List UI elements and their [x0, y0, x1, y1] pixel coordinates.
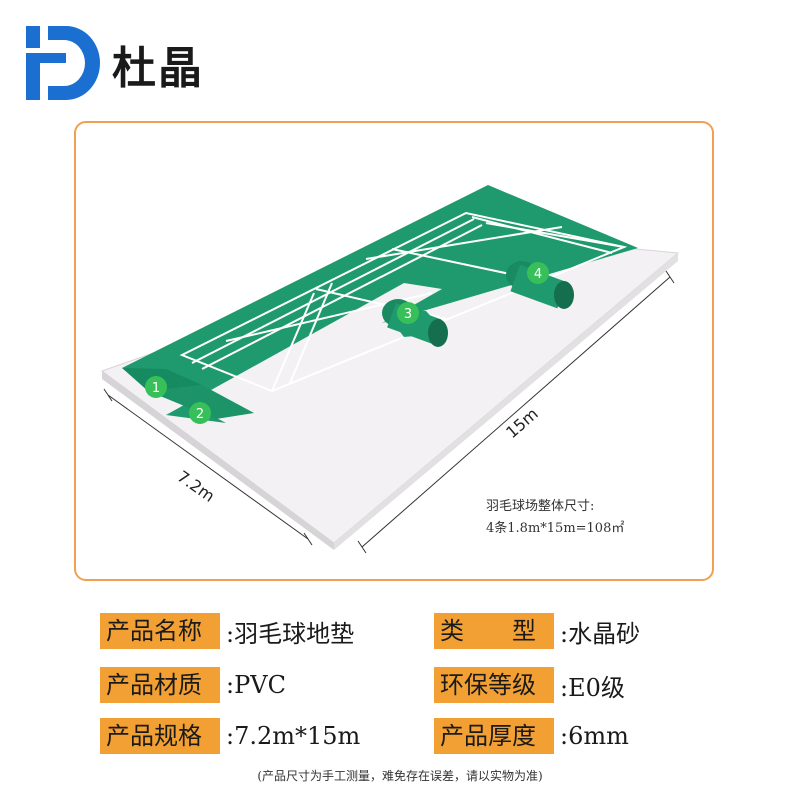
court-scene: 1 2 3 4 7.2m 15m: [100, 185, 680, 554]
court-illustration: 1 2 3 4 7.2m 15m 羽毛球场整体尺寸: 4条1.8m*15m=10…: [74, 121, 714, 581]
svg-text:3: 3: [404, 307, 412, 322]
court-size-note: 羽毛球场整体尺寸: 4条1.8m*15m=108㎡: [486, 496, 624, 540]
spec-label: 产品规格: [100, 718, 220, 754]
spec-label: 产品材质: [100, 667, 220, 703]
marker-2: 2: [189, 402, 211, 424]
spec-value: :羽毛球地垫: [226, 619, 355, 648]
spec-type: 类 型 :水晶砂: [434, 613, 640, 649]
spec-eco-grade: 环保等级 :E0级: [434, 667, 625, 703]
marker-4: 4: [527, 262, 549, 284]
court-mat: [122, 185, 638, 423]
length-label: 15m: [502, 404, 542, 442]
svg-text:2: 2: [196, 407, 204, 422]
width-dimension-line: [107, 394, 309, 540]
svg-text:4: 4: [534, 267, 542, 282]
spec-label: 环保等级: [434, 667, 554, 703]
brand-name: 杜晶: [112, 43, 204, 94]
spec-value: :6mm: [560, 722, 629, 750]
spec-material: 产品材质 :PVC: [100, 667, 286, 703]
spec-thickness: 产品厚度 :6mm: [434, 718, 629, 754]
spec-value: :7.2m*15m: [226, 722, 361, 750]
note-line-1: 羽毛球场整体尺寸:: [486, 499, 595, 514]
note-line-2: 4条1.8m*15m=108㎡: [486, 521, 625, 536]
svg-text:1: 1: [152, 381, 160, 396]
spec-label: 类 型: [434, 613, 554, 649]
length-dimension-line: [361, 276, 671, 548]
spec-value: :水晶砂: [560, 619, 641, 648]
spec-product-name: 产品名称 :羽毛球地垫: [100, 613, 354, 649]
width-label: 7.2m: [174, 467, 219, 506]
spec-value: :E0级: [560, 673, 625, 702]
dj-logo-icon: [26, 26, 100, 100]
spec-label: 产品名称: [100, 613, 220, 649]
marker-1: 1: [145, 376, 167, 398]
marker-3: 3: [397, 302, 419, 324]
spec-size: 产品规格 :7.2m*15m: [100, 718, 360, 754]
mat-strip-2: [148, 385, 254, 419]
disclaimer: (产品尺寸为手工测量，难免存在误差，请以实物为准): [257, 769, 543, 783]
spec-label: 产品厚度: [434, 718, 554, 754]
spec-value: :PVC: [226, 671, 286, 699]
